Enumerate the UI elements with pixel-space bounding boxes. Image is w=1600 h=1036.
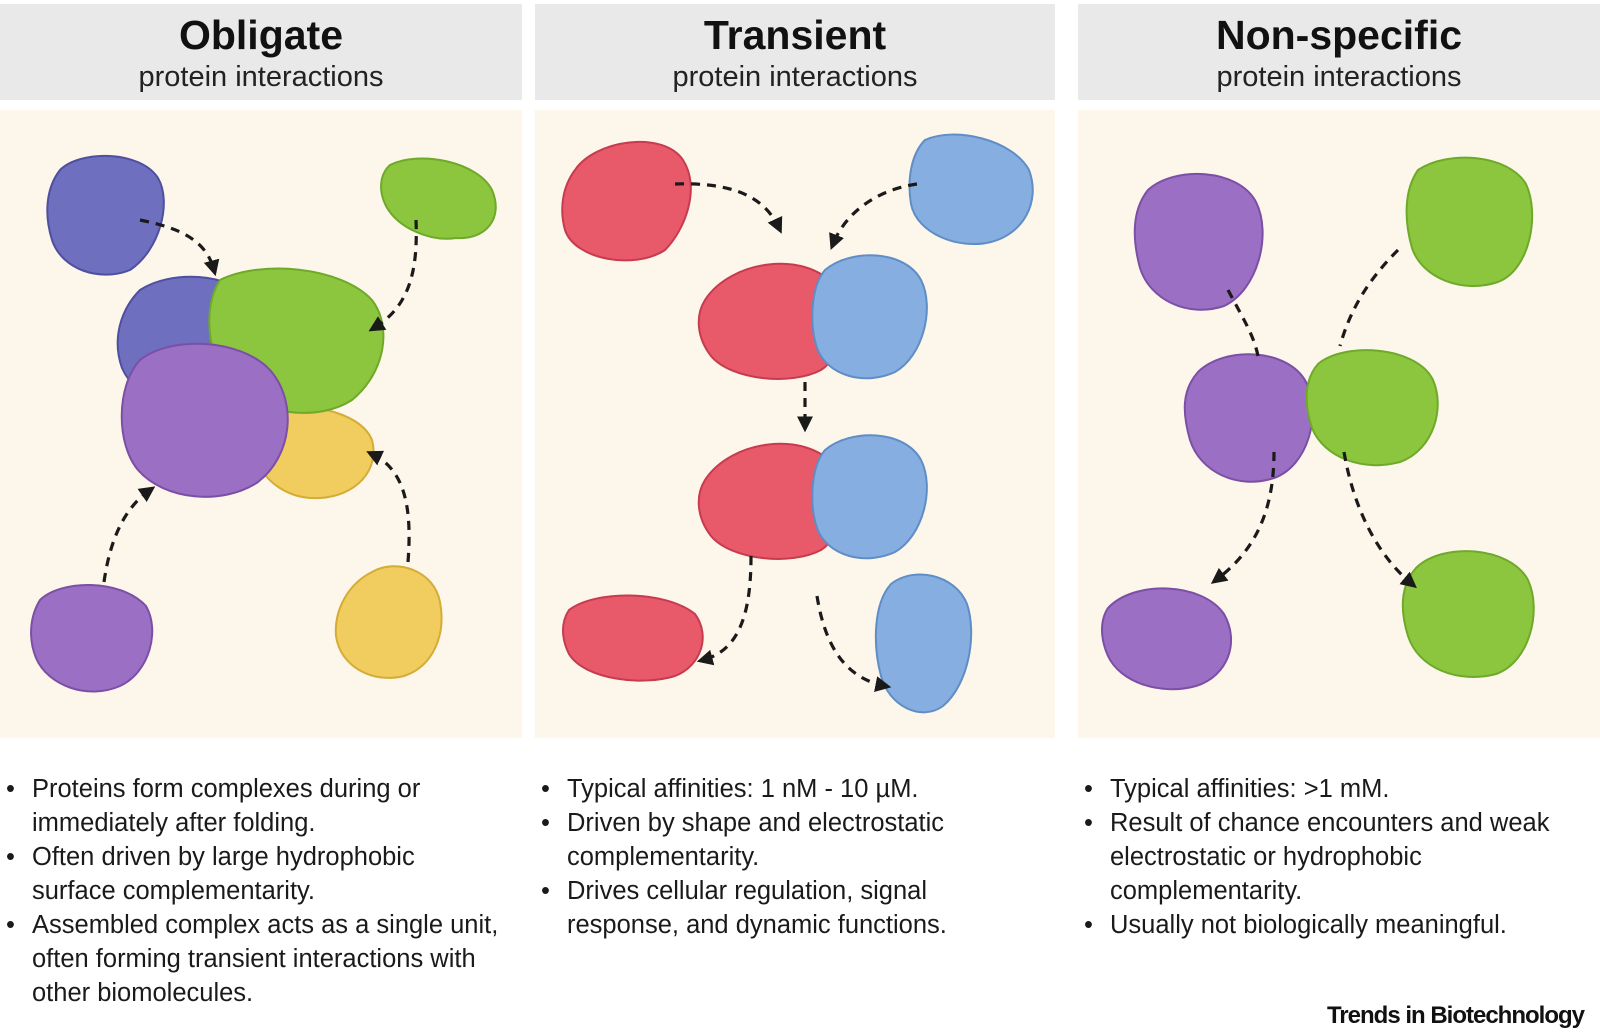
arrow-to-purple-bottom (1210, 451, 1276, 584)
transient-subtitle: protein interactions (672, 61, 918, 93)
obligate-bullet-1: Proteins form complexes during or immedi… (0, 772, 500, 840)
green-protein-free (380, 157, 497, 240)
transient-bullet-list: Typical affinities: 1 nM - 10 µM. Driven… (535, 772, 1045, 942)
green-protein-middle (1305, 349, 1439, 467)
non-specific-title: Non-specific (1215, 12, 1463, 58)
red-protein-free-top (561, 140, 692, 262)
transient-title: Transient (703, 12, 887, 58)
non-specific-bullet-1: Typical affinities: >1 mM. (1078, 772, 1578, 806)
obligate-bullet-list: Proteins form complexes during or immedi… (0, 772, 500, 1010)
arrow-red-to-complex (674, 182, 783, 234)
obligate-subtitle: protein interactions (138, 61, 384, 93)
non-specific-bullet-list: Typical affinities: >1 mM. Result of cha… (1078, 772, 1578, 942)
red-protein-free-bottom (562, 594, 704, 682)
obligate-complex (116, 267, 385, 500)
non-specific-illustration (1078, 110, 1600, 738)
purple-protein-bottom (1101, 587, 1233, 691)
arrow-purple-to-complex (102, 486, 156, 583)
purple-protein-middle (1183, 353, 1314, 483)
arrow-yellow-to-complex (366, 450, 411, 563)
obligate-header: Obligate protein interactions (0, 4, 522, 100)
transient-illustration (535, 110, 1055, 738)
arrow-blue-to-complex (829, 182, 918, 250)
transient-header: Transient protein interactions (535, 4, 1055, 100)
obligate-diagram (30, 154, 497, 693)
yellow-protein-free (334, 565, 443, 679)
arrow-complex-to-red (696, 555, 753, 666)
arrow-blue-to-complex (139, 218, 220, 277)
non-specific-diagram (1101, 156, 1535, 691)
transient-bullet-2: Driven by shape and electrostatic comple… (535, 806, 1045, 874)
green-protein-top (1405, 156, 1534, 287)
non-specific-bullet-2: Result of chance encounters and weak ele… (1078, 806, 1578, 908)
transient-bullet-3: Drives cellular regulation, signal respo… (535, 874, 1045, 942)
transient-complex-bottom (697, 434, 928, 560)
blue-protein-free-top (908, 133, 1034, 246)
transient-diagram (561, 133, 1034, 714)
obligate-bullet-3: Assembled complex acts as a single unit,… (0, 908, 500, 1010)
arrow-complex-to-blue (815, 595, 892, 692)
obligate-title: Obligate (178, 12, 344, 58)
non-specific-subtitle: protein interactions (1216, 61, 1462, 93)
purple-protein-free (30, 584, 154, 693)
non-specific-header: Non-specific protein interactions (1078, 4, 1600, 100)
purple-protein-top (1133, 172, 1264, 311)
blue-protein-free-bottom (874, 573, 973, 714)
obligate-illustration (0, 110, 522, 738)
transient-complex-top (697, 254, 928, 380)
green-protein-bottom (1401, 550, 1535, 678)
arrow-purple-top-path (1226, 289, 1260, 357)
blue-protein-free (46, 154, 165, 276)
obligate-bullet-2: Often driven by large hydrophobic surfac… (0, 840, 500, 908)
arrow-green-top-path (1338, 248, 1400, 347)
journal-credit: Trends in Biotechnology (1326, 1002, 1585, 1029)
arrow-to-green-bottom (1342, 451, 1417, 589)
arrow-green-to-complex (368, 219, 418, 332)
transient-bullet-1: Typical affinities: 1 nM - 10 µM. (535, 772, 1045, 806)
non-specific-bullet-3: Usually not biologically meaningful. (1078, 908, 1578, 942)
